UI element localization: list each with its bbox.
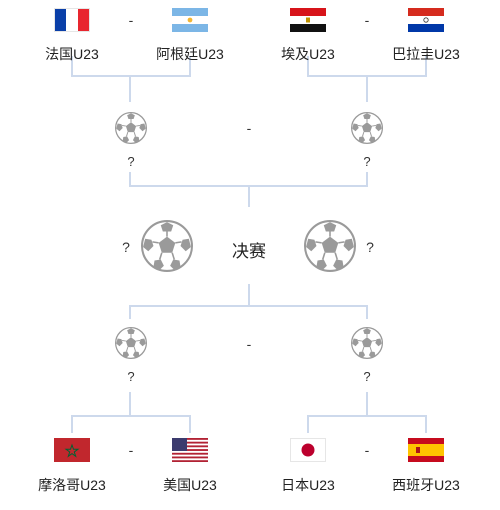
connector-line bbox=[129, 392, 131, 416]
team-name-argentina[interactable]: 阿根廷U23 bbox=[156, 46, 224, 62]
match-separator: - bbox=[128, 442, 134, 458]
winner-placeholder: ? bbox=[127, 369, 135, 384]
connector-line bbox=[71, 56, 73, 76]
soccer-ball-icon[interactable] bbox=[351, 112, 383, 144]
usa-flag-icon[interactable] bbox=[172, 438, 208, 462]
connector-line bbox=[71, 415, 73, 433]
team-name-morocco[interactable]: 摩洛哥U23 bbox=[38, 477, 106, 493]
connector-line bbox=[71, 75, 191, 77]
winner-placeholder: ? bbox=[127, 154, 135, 169]
connector-line bbox=[366, 75, 368, 102]
team-name-spain[interactable]: 西班牙U23 bbox=[392, 477, 460, 493]
team-name-paraguay[interactable]: 巴拉圭U23 bbox=[392, 46, 460, 62]
connector-line bbox=[71, 415, 191, 417]
match-separator: - bbox=[364, 12, 370, 28]
spain-flag-icon[interactable] bbox=[408, 438, 444, 462]
final-placeholder-right: ? bbox=[366, 239, 374, 255]
connector-line bbox=[129, 305, 368, 307]
connector-line bbox=[366, 392, 368, 416]
connector-line bbox=[366, 172, 368, 186]
connector-line bbox=[189, 415, 191, 433]
match-separator: - bbox=[364, 442, 370, 458]
connector-line bbox=[307, 415, 309, 433]
connector-line bbox=[129, 75, 131, 102]
japan-flag-icon[interactable] bbox=[290, 438, 326, 462]
argentina-flag-icon[interactable] bbox=[172, 8, 208, 32]
team-name-usa[interactable]: 美国U23 bbox=[163, 477, 217, 493]
team-name-japan[interactable]: 日本U23 bbox=[281, 477, 335, 493]
connector-line bbox=[248, 185, 250, 207]
connector-line bbox=[129, 172, 131, 186]
soccer-ball-icon[interactable] bbox=[115, 327, 147, 359]
match-separator: - bbox=[246, 336, 252, 352]
connector-line bbox=[425, 415, 427, 433]
connector-line bbox=[189, 56, 191, 76]
match-separator: - bbox=[246, 120, 252, 136]
final-placeholder-left: ? bbox=[122, 239, 130, 255]
connector-line bbox=[248, 284, 250, 306]
soccer-ball-icon[interactable] bbox=[141, 220, 193, 272]
team-name-france[interactable]: 法国U23 bbox=[45, 46, 99, 62]
connector-line bbox=[425, 56, 427, 76]
connector-line bbox=[366, 305, 368, 319]
final-title: 决赛 bbox=[232, 242, 266, 261]
winner-placeholder: ? bbox=[363, 154, 371, 169]
soccer-ball-icon[interactable] bbox=[115, 112, 147, 144]
soccer-ball-icon[interactable] bbox=[304, 220, 356, 272]
connector-line bbox=[129, 305, 131, 319]
france-flag-icon[interactable] bbox=[54, 8, 90, 32]
egypt-flag-icon[interactable] bbox=[290, 8, 326, 32]
team-name-egypt[interactable]: 埃及U23 bbox=[281, 46, 335, 62]
morocco-flag-icon[interactable] bbox=[54, 438, 90, 462]
connector-line bbox=[307, 415, 427, 417]
soccer-ball-icon[interactable] bbox=[351, 327, 383, 359]
paraguay-flag-icon[interactable] bbox=[408, 8, 444, 32]
connector-line bbox=[307, 56, 309, 76]
match-separator: - bbox=[128, 12, 134, 28]
winner-placeholder: ? bbox=[363, 369, 371, 384]
